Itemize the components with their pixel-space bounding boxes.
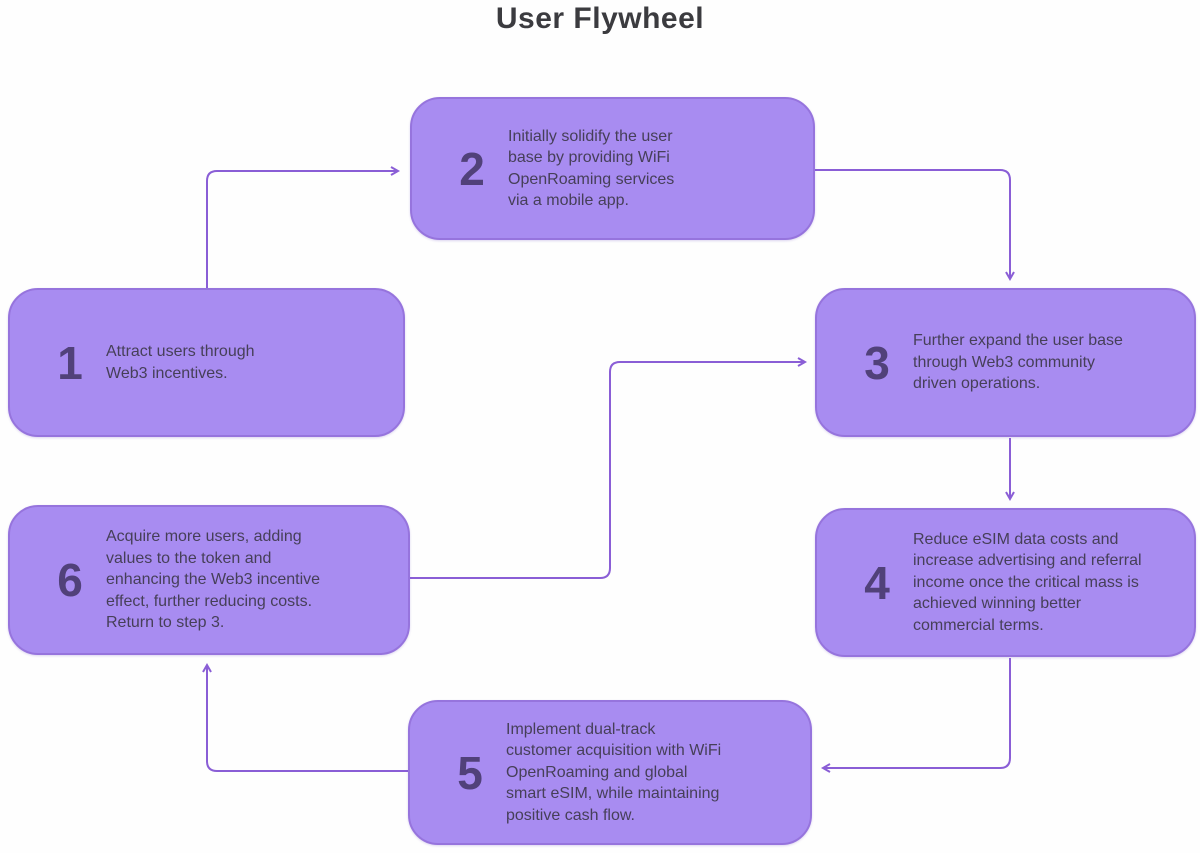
step-5-text: Implement dual-track customer acquisitio… <box>506 720 722 824</box>
arrow-2-to-3 <box>815 169 1015 282</box>
step-1-number: 1 <box>57 336 83 389</box>
arrow-4-to-5 <box>820 658 1011 773</box>
arrow-1-to-2 <box>206 166 401 288</box>
step-3-text: Further expand the user base through Web… <box>913 332 1123 393</box>
step-box-4: 4 Reduce eSIM data costs and increase ad… <box>815 508 1196 657</box>
step-3-number: 3 <box>864 336 890 389</box>
step-4-text: Reduce eSIM data costs and increase adve… <box>913 530 1142 634</box>
step-4-number: 4 <box>864 556 890 609</box>
step-6-text: Acquire more users, adding values to the… <box>106 528 321 632</box>
step-2-number: 2 <box>459 142 485 195</box>
step-box-6: 6 Acquire more users, adding values to t… <box>8 505 410 655</box>
step-5-number: 5 <box>457 746 483 799</box>
step-box-1: 1 Attract users through Web3 incentives. <box>8 288 405 437</box>
arrow-6-to-3 <box>410 357 808 579</box>
step-2-text: Initially solidify the user base by prov… <box>508 127 675 210</box>
step-6-number: 6 <box>57 554 83 606</box>
step-box-5: 5 Implement dual-track customer acquisit… <box>408 700 812 845</box>
arrow-5-to-6 <box>202 662 408 772</box>
step-box-3: 3 Further expand the user base through W… <box>815 288 1196 437</box>
diagram-title: User Flywheel <box>495 2 705 35</box>
step-box-2: 2 Initially solidify the user base by pr… <box>410 97 815 240</box>
step-1-text: Attract users through Web3 incentives. <box>106 343 255 382</box>
